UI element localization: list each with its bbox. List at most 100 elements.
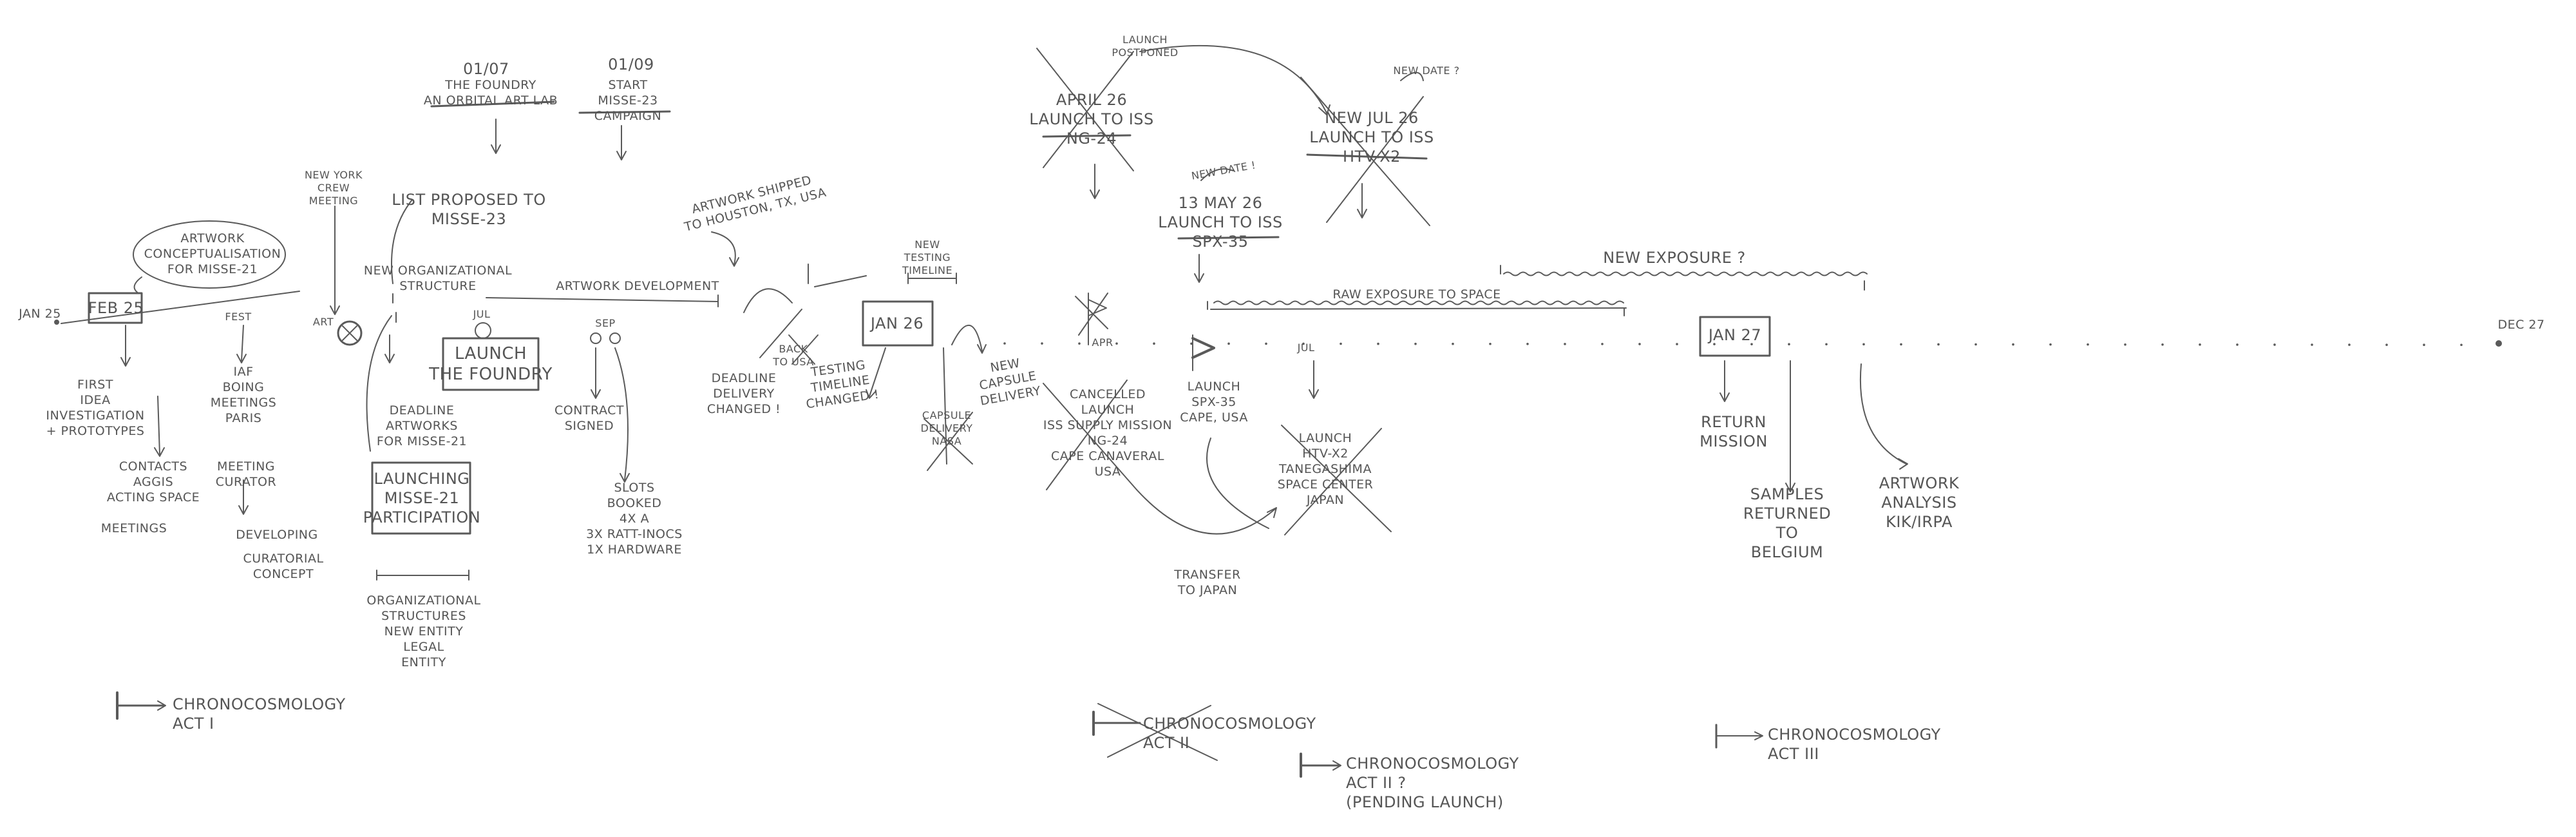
timeline-dot xyxy=(2087,343,2089,346)
box-jan27-label: JAN 27 xyxy=(1708,326,1762,344)
art-label: ART xyxy=(312,316,334,328)
curatorial-concept: CURATORIAL CONCEPT xyxy=(243,552,324,581)
box-feb25 xyxy=(89,293,142,323)
timeline-dot xyxy=(1041,342,1043,345)
timeline-dot xyxy=(1750,343,1753,345)
timeline-dot xyxy=(1676,343,1678,345)
new-york-crew: NEW YORK CREW MEETING xyxy=(304,169,363,207)
return-mission: RETURN MISSION xyxy=(1700,413,1768,450)
may26-launch: 13 MAY 26 LAUNCH TO ISS SPX-35 xyxy=(1158,194,1283,251)
box-feb25-label: FEB 25 xyxy=(88,299,144,317)
timeline-dot xyxy=(1190,342,1193,345)
raw-exposure-wave xyxy=(1214,302,1624,305)
contract-signed: CONTRACT SIGNED xyxy=(554,403,625,433)
timeline-dot xyxy=(2311,343,2313,346)
organizational-structures: ORGANIZATIONAL STRUCTURES NEW ENTITY LEG… xyxy=(366,593,481,669)
timeline-dot xyxy=(1526,343,1529,345)
timeline-dot xyxy=(1078,342,1081,345)
timeline-dots xyxy=(1003,342,2463,347)
timeline-dot xyxy=(1452,342,1454,345)
timeline-dot xyxy=(1340,342,1342,345)
timeline-dot xyxy=(1115,342,1118,345)
timeline-dot xyxy=(1153,342,1155,345)
timeline-dot xyxy=(2124,343,2126,346)
timeline-dot xyxy=(2460,343,2463,347)
back-to-usa: BACK TO USA xyxy=(773,343,814,368)
timeline-dot xyxy=(1302,342,1305,345)
box-launching-misse xyxy=(372,463,470,534)
new-testing-timeline: NEW TESTING TIMELINE xyxy=(902,238,953,276)
box-launch-foundry-label: LAUNCH THE FOUNDRY xyxy=(429,344,553,384)
timeline-dot xyxy=(1489,342,1492,345)
box-launch-foundry xyxy=(443,338,538,390)
milestone-art-circle xyxy=(338,322,361,345)
box-jan27 xyxy=(1700,317,1770,356)
start-misse: START MISSE-23 CAMPAIGN xyxy=(594,78,662,123)
raw-exposure: RAW EXPOSURE TO SPACE xyxy=(1332,287,1501,302)
timeline-dot xyxy=(1227,342,1230,345)
act1-label: CHRONOCOSMOLOGY ACT I xyxy=(173,695,346,733)
box-jan26-label: JAN 26 xyxy=(870,314,924,332)
timeline-dot xyxy=(1601,343,1604,345)
capsule-delivery: CAPSULE DELIVERY NASA xyxy=(920,409,973,447)
act2-flag xyxy=(1301,754,1341,776)
apr-label: APR xyxy=(1092,336,1113,349)
jul-small: JUL xyxy=(1297,342,1315,354)
iaf-meetings: IAF BOING MEETINGS PARIS xyxy=(210,365,277,425)
timeline-dot xyxy=(1414,342,1417,345)
timeline-dot xyxy=(1564,343,1566,345)
sep-label: SEP xyxy=(595,317,616,329)
timeline-dot xyxy=(2273,343,2276,346)
timeline-segment-early xyxy=(61,291,299,323)
artwork-conceptualisation: ARTWORK CONCEPTUALISATION FOR MISSE-21 xyxy=(144,231,281,276)
samples-returned: SAMPLES RETURNED TO BELGIUM xyxy=(1743,485,1832,561)
timeline-dot xyxy=(2161,343,2164,346)
timeline-dot xyxy=(2049,343,2052,346)
deadline-changed: DEADLINE DELIVERY CHANGED ! xyxy=(706,371,781,416)
new-exposure-wave xyxy=(1504,273,1867,276)
act2-crossed-flag xyxy=(1094,704,1217,760)
fest: FEST xyxy=(225,311,252,323)
transfer-to-japan: TRANSFER TO JAPAN xyxy=(1174,568,1241,597)
timeline-dot xyxy=(1937,343,1940,346)
act2-crossed-label: CHRONOCOSMOLOGY ACT II xyxy=(1143,715,1316,752)
timeline-dot xyxy=(2012,343,2014,346)
date-0107: 01/07 xyxy=(463,60,509,78)
launch-postponed: LAUNCH POSTPONED xyxy=(1112,34,1179,59)
the-foundry: THE FOUNDRY AN ORBITAL ART LAB xyxy=(423,78,558,108)
box-launching-misse-label: LAUNCHING MISSE-21 PARTICIPATION xyxy=(363,470,481,526)
launch-spx: LAUNCH SPX-35 CAPE, USA xyxy=(1180,380,1248,425)
timeline-dot xyxy=(1975,343,1977,346)
timeline-start: JAN 25 xyxy=(19,307,61,321)
artwork-development: ARTWORK DEVELOPMENT xyxy=(556,279,719,293)
timeline-dot xyxy=(1862,343,1865,346)
timeline-dot xyxy=(1713,343,1716,345)
jul-label: JUL xyxy=(473,308,491,320)
timeline-dot xyxy=(1788,343,1790,346)
april26-launch: APRIL 26 LAUNCH TO ISS NG-24 xyxy=(1029,91,1154,148)
timeline-dot xyxy=(2423,343,2425,347)
act2-label: CHRONOCOSMOLOGY ACT II ? (PENDING LAUNCH… xyxy=(1346,755,1519,811)
timeline-dot xyxy=(2199,343,2201,346)
box-jan26 xyxy=(863,302,933,345)
timeline-dot xyxy=(1638,343,1641,345)
timeline-dot xyxy=(2348,343,2351,346)
timeline-dot xyxy=(1003,342,1006,345)
timeline-dot xyxy=(1377,342,1379,345)
act3-label: CHRONOCOSMOLOGY ACT III xyxy=(1768,726,1941,763)
first-idea: FIRST IDEA INVESTIGATION + PROTOTYPES xyxy=(46,378,145,438)
act3-flag xyxy=(1716,725,1763,747)
jul26-launch: NEW JUL 26 LAUNCH TO ISS HTV-X2 xyxy=(1309,109,1434,166)
list-proposed: LIST PROPOSED TO MISSE-23 xyxy=(392,191,546,228)
timeline-dot xyxy=(2236,343,2239,346)
contacts: CONTACTS AGGIS ACTING SPACE xyxy=(106,459,200,505)
artwork-development-line xyxy=(486,298,718,302)
timeline-dot xyxy=(1825,343,1828,346)
new-date-question: NEW DATE ? xyxy=(1393,64,1460,77)
cancelled-launch: CANCELLED LAUNCH ISS SUPPLY MISSION NG-2… xyxy=(1043,387,1173,479)
meetings: MEETINGS xyxy=(100,521,167,535)
artwork-analysis: ARTWORK ANALYSIS KIK/IRPA xyxy=(1879,474,1960,531)
timeline-dot xyxy=(1900,343,1902,346)
date-0109: 01/09 xyxy=(608,55,654,73)
